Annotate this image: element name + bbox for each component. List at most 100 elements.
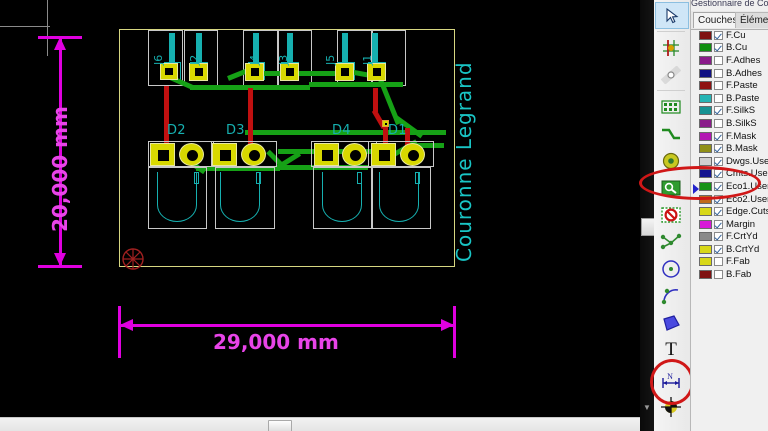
layer-row-b-mask[interactable]: B.Mask bbox=[691, 142, 768, 155]
layer-color-swatch[interactable] bbox=[699, 55, 712, 65]
layer-visibility-checkbox[interactable] bbox=[714, 232, 723, 242]
layer-color-swatch[interactable] bbox=[699, 81, 712, 91]
track-back[interactable] bbox=[190, 85, 310, 90]
scroll-down-arrow-icon[interactable]: ▼ bbox=[643, 403, 651, 412]
layer-row-b-silks[interactable]: B.SilkS bbox=[691, 117, 768, 130]
track-front[interactable] bbox=[248, 88, 253, 153]
track-back[interactable] bbox=[404, 130, 446, 135]
layer-visibility-checkbox[interactable] bbox=[714, 93, 723, 103]
horizontal-scrollbar[interactable] bbox=[0, 417, 640, 431]
layer-visibility-checkbox[interactable] bbox=[714, 257, 723, 267]
set-origin-tool[interactable] bbox=[654, 393, 688, 420]
pad[interactable] bbox=[212, 143, 237, 166]
pad[interactable] bbox=[280, 63, 299, 81]
layer-visibility-checkbox[interactable] bbox=[714, 43, 723, 53]
pad[interactable] bbox=[400, 143, 425, 166]
pad[interactable] bbox=[335, 63, 354, 81]
local-ratsnest-tool[interactable] bbox=[654, 61, 688, 88]
layer-row-f-mask[interactable]: F.Mask bbox=[691, 130, 768, 143]
layer-row-edge-cuts[interactable]: Edge.Cuts bbox=[691, 205, 768, 218]
add-circle-tool[interactable] bbox=[654, 255, 688, 282]
horizontal-scrollbar-thumb[interactable] bbox=[268, 420, 292, 431]
layer-visibility-checkbox[interactable] bbox=[714, 181, 723, 191]
add-zone-tool[interactable] bbox=[654, 174, 688, 201]
layer-color-swatch[interactable] bbox=[699, 118, 712, 128]
layer-visibility-checkbox[interactable] bbox=[714, 68, 723, 78]
route-track-tool[interactable] bbox=[654, 120, 688, 147]
layer-visibility-checkbox[interactable] bbox=[714, 194, 723, 204]
layer-row-b-cu[interactable]: B.Cu bbox=[691, 42, 768, 55]
layer-row-b-crtyd[interactable]: B.CrtYd bbox=[691, 243, 768, 256]
layer-row-f-fab[interactable]: F.Fab bbox=[691, 256, 768, 269]
pad[interactable] bbox=[342, 143, 367, 166]
pad[interactable] bbox=[241, 143, 266, 166]
track-back[interactable] bbox=[309, 82, 403, 87]
track-back[interactable] bbox=[254, 71, 302, 76]
add-arc-tool[interactable] bbox=[654, 282, 688, 309]
add-keepout-tool[interactable] bbox=[654, 201, 688, 228]
layer-row-b-adhes[interactable]: B.Adhes bbox=[691, 67, 768, 80]
track-back[interactable] bbox=[245, 130, 410, 135]
track-front[interactable] bbox=[373, 88, 378, 112]
layer-row-dwgs-user[interactable]: Dwgs.User bbox=[691, 155, 768, 168]
layer-row-f-adhes[interactable]: F.Adhes bbox=[691, 54, 768, 67]
layer-color-swatch[interactable] bbox=[699, 156, 712, 166]
pcb-canvas[interactable]: D2 D3 D4 D1 J6 J2 J4 J3 J5 J1 Couronne L… bbox=[0, 0, 640, 417]
layer-visibility-checkbox[interactable] bbox=[714, 30, 723, 40]
layer-row-b-fab[interactable]: B.Fab bbox=[691, 268, 768, 281]
layer-color-swatch[interactable] bbox=[699, 169, 712, 179]
pad[interactable] bbox=[179, 143, 204, 166]
track-back[interactable] bbox=[410, 143, 444, 148]
pad[interactable] bbox=[189, 63, 208, 81]
layer-visibility-checkbox[interactable] bbox=[714, 118, 723, 128]
layer-row-margin[interactable]: Margin bbox=[691, 218, 768, 231]
layer-visibility-checkbox[interactable] bbox=[714, 156, 723, 166]
layer-color-swatch[interactable] bbox=[699, 43, 712, 53]
add-footprint-tool[interactable] bbox=[654, 93, 688, 120]
pad-smd[interactable] bbox=[382, 120, 389, 127]
layer-visibility-checkbox[interactable] bbox=[714, 219, 723, 229]
layer-color-swatch[interactable] bbox=[699, 131, 712, 141]
vertical-scrollbar[interactable]: ▼ bbox=[640, 0, 655, 431]
layer-color-swatch[interactable] bbox=[699, 232, 712, 242]
layer-color-swatch[interactable] bbox=[699, 244, 712, 254]
layer-color-swatch[interactable] bbox=[699, 68, 712, 78]
add-via-tool[interactable] bbox=[654, 147, 688, 174]
pad[interactable] bbox=[371, 143, 396, 166]
layer-row-eco2-user[interactable]: Eco2.User bbox=[691, 193, 768, 206]
layer-visibility-checkbox[interactable] bbox=[714, 131, 723, 141]
vertical-scrollbar-thumb[interactable] bbox=[641, 218, 655, 236]
layer-row-eco1-user[interactable]: Eco1.User bbox=[691, 180, 768, 195]
highlight-net-tool[interactable] bbox=[654, 34, 688, 61]
layer-color-swatch[interactable] bbox=[699, 181, 712, 191]
add-polyline-tool[interactable] bbox=[654, 228, 688, 255]
track-front[interactable] bbox=[383, 122, 388, 152]
layer-color-swatch[interactable] bbox=[699, 257, 712, 267]
layer-row-cmts-user[interactable]: Cmts.User bbox=[691, 168, 768, 181]
track-back[interactable] bbox=[196, 166, 280, 171]
layer-color-swatch[interactable] bbox=[699, 93, 712, 103]
layer-color-swatch[interactable] bbox=[699, 30, 712, 40]
dimension-line-horizontal[interactable] bbox=[120, 324, 454, 327]
layer-row-f-crtyd[interactable]: F.CrtYd bbox=[691, 231, 768, 244]
layer-visibility-checkbox[interactable] bbox=[714, 81, 723, 91]
layer-visibility-checkbox[interactable] bbox=[714, 244, 723, 254]
layer-visibility-checkbox[interactable] bbox=[714, 207, 723, 217]
tab-elements[interactable]: Éléme bbox=[735, 12, 768, 28]
layer-color-swatch[interactable] bbox=[699, 144, 712, 154]
add-polygon-tool[interactable] bbox=[654, 309, 688, 336]
dimension-line-vertical[interactable] bbox=[59, 38, 62, 266]
pad[interactable] bbox=[160, 63, 178, 80]
layer-color-swatch[interactable] bbox=[699, 106, 712, 116]
pad[interactable] bbox=[245, 63, 264, 81]
layer-color-swatch[interactable] bbox=[699, 270, 712, 280]
add-dimension-tool[interactable]: N bbox=[654, 366, 688, 393]
layer-row-f-paste[interactable]: F.Paste bbox=[691, 79, 768, 92]
layer-color-swatch[interactable] bbox=[699, 207, 712, 217]
layer-visibility-checkbox[interactable] bbox=[714, 270, 723, 280]
add-text-tool[interactable]: T bbox=[654, 336, 688, 363]
layer-visibility-checkbox[interactable] bbox=[714, 55, 723, 65]
layer-visibility-checkbox[interactable] bbox=[714, 106, 723, 116]
layer-color-swatch[interactable] bbox=[699, 194, 712, 204]
track-front[interactable] bbox=[164, 86, 169, 153]
